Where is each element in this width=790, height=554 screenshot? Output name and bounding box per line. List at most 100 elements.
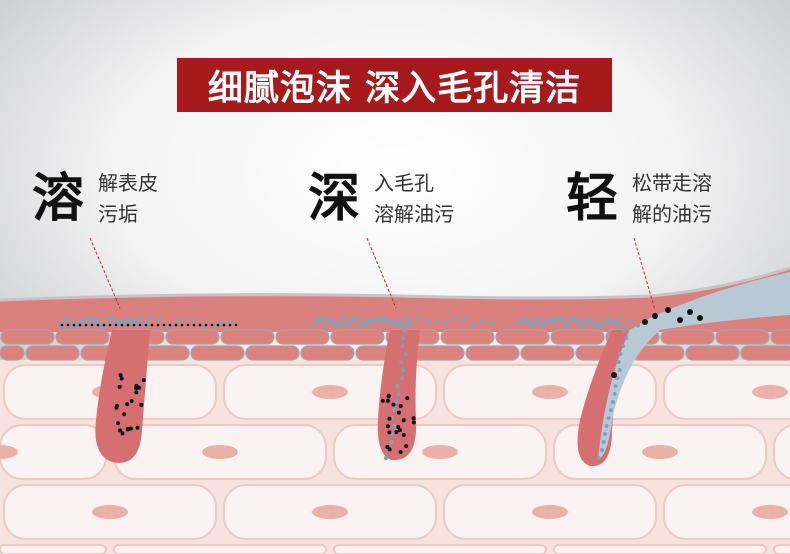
epidermis-cell — [330, 329, 385, 345]
epidermis-cell — [770, 329, 790, 345]
label-light-line2: 解的油污 — [632, 202, 713, 226]
dirt-particle — [141, 378, 146, 383]
foam-bubble — [345, 322, 351, 327]
hair-follicle — [577, 330, 628, 467]
foam-bubble — [601, 322, 607, 328]
foam-bubble — [390, 431, 395, 437]
dirt-particle — [401, 432, 406, 437]
label-deep: 深 入毛孔溶解油污 — [308, 168, 454, 230]
label-deep-char: 深 — [308, 169, 361, 229]
foam-bubble — [453, 316, 457, 321]
dirt-particle — [216, 323, 220, 327]
headline-banner: 细腻泡沫 深入毛孔清洁 — [177, 58, 612, 112]
dirt-particle — [122, 412, 127, 417]
cell-nucleus — [752, 505, 788, 519]
foam-bubble — [360, 321, 366, 327]
foam-bubble — [202, 323, 206, 328]
dirt-particle — [72, 323, 76, 327]
dirt-particle — [186, 323, 190, 327]
dermis-cell — [773, 544, 790, 554]
foam-bubble — [392, 423, 397, 429]
dirt-particle — [642, 319, 648, 325]
foam-flow — [598, 272, 790, 460]
epidermis-cell — [660, 329, 715, 345]
foam-bubble — [120, 319, 126, 325]
cell-nucleus — [642, 445, 678, 459]
label-deep-line1: 入毛孔 — [374, 171, 435, 195]
foam-bubble — [604, 424, 609, 428]
dirt-particle — [396, 425, 401, 430]
dirt-particle — [120, 431, 125, 436]
dirt-particle — [90, 323, 94, 327]
foam-bubble — [402, 322, 408, 327]
foam-bubble — [565, 322, 571, 328]
dirt-particle — [120, 323, 124, 327]
dirt-particle — [129, 399, 134, 404]
epidermis-cell — [245, 345, 300, 361]
dermis-cell — [333, 544, 547, 554]
dirt-particle — [228, 323, 232, 327]
dirt-particle — [404, 444, 409, 449]
dirt-particle — [125, 402, 130, 407]
dirt-particle — [126, 323, 130, 327]
foam-bubble — [184, 318, 188, 323]
leader-line — [633, 237, 656, 311]
foam-bubble — [393, 399, 399, 405]
dirt-particle — [687, 309, 693, 315]
foam-bubble — [383, 455, 389, 461]
cell-nucleus — [532, 505, 568, 519]
label-light-char: 轻 — [566, 169, 619, 229]
label-light: 轻 松带走溶解的油污 — [566, 168, 712, 230]
foam-bubble — [550, 320, 556, 325]
label-dissolve-line1: 解表皮 — [98, 171, 159, 195]
foam-bubble — [402, 327, 407, 333]
dirt-particle — [411, 416, 416, 421]
epidermis-cell — [55, 329, 110, 345]
epidermis-cell — [220, 329, 275, 345]
epidermis-layer — [0, 268, 790, 332]
dermis-cell — [113, 544, 327, 554]
epidermis-cell — [0, 329, 55, 345]
epidermis-cell — [495, 329, 550, 345]
dirt-particle — [102, 323, 106, 327]
foam-bubble — [339, 316, 345, 322]
leader-line — [89, 237, 121, 309]
foam-bubble — [63, 317, 69, 322]
foam-bubble — [388, 439, 394, 445]
foam-bubble — [624, 336, 629, 340]
foam-bubble — [157, 317, 161, 322]
dirt-particle — [126, 426, 131, 431]
foam-bubble — [399, 359, 404, 365]
dirt-particle — [385, 398, 390, 403]
skin-surface — [0, 266, 790, 302]
foam-bubble — [586, 319, 592, 324]
dirt-particle — [134, 390, 139, 395]
foam-bubble — [396, 318, 402, 324]
dirt-particle — [386, 394, 391, 399]
foam-bubble — [175, 318, 179, 323]
headline-text: 细腻泡沫 深入毛孔清洁 — [207, 68, 582, 109]
epidermis-cell — [275, 329, 330, 345]
dirt-particle — [397, 428, 402, 433]
label-dissolve-char: 溶 — [32, 169, 85, 229]
foam-bubble — [396, 391, 401, 397]
foam-bubble — [526, 319, 532, 325]
dirt-particle — [116, 421, 121, 426]
dirt-particle — [234, 323, 238, 327]
foam-bubble — [601, 440, 606, 444]
foam-bubble — [108, 316, 114, 322]
cell-nucleus — [422, 445, 458, 459]
dirt-particle — [139, 402, 144, 407]
foam-bubble — [81, 317, 87, 322]
foam-bubble — [90, 317, 96, 323]
dirt-particle — [398, 449, 403, 454]
foam-bubble — [408, 322, 412, 327]
foam-bubble — [489, 320, 493, 325]
label-dissolve: 溶 解表皮污垢 — [32, 168, 158, 230]
foam-bubble — [532, 321, 538, 326]
epidermis-cell — [715, 329, 770, 345]
cell-nucleus — [92, 505, 128, 519]
foam-bubble — [399, 375, 405, 381]
epidermis-cell — [465, 345, 520, 361]
leader-line — [366, 237, 397, 309]
